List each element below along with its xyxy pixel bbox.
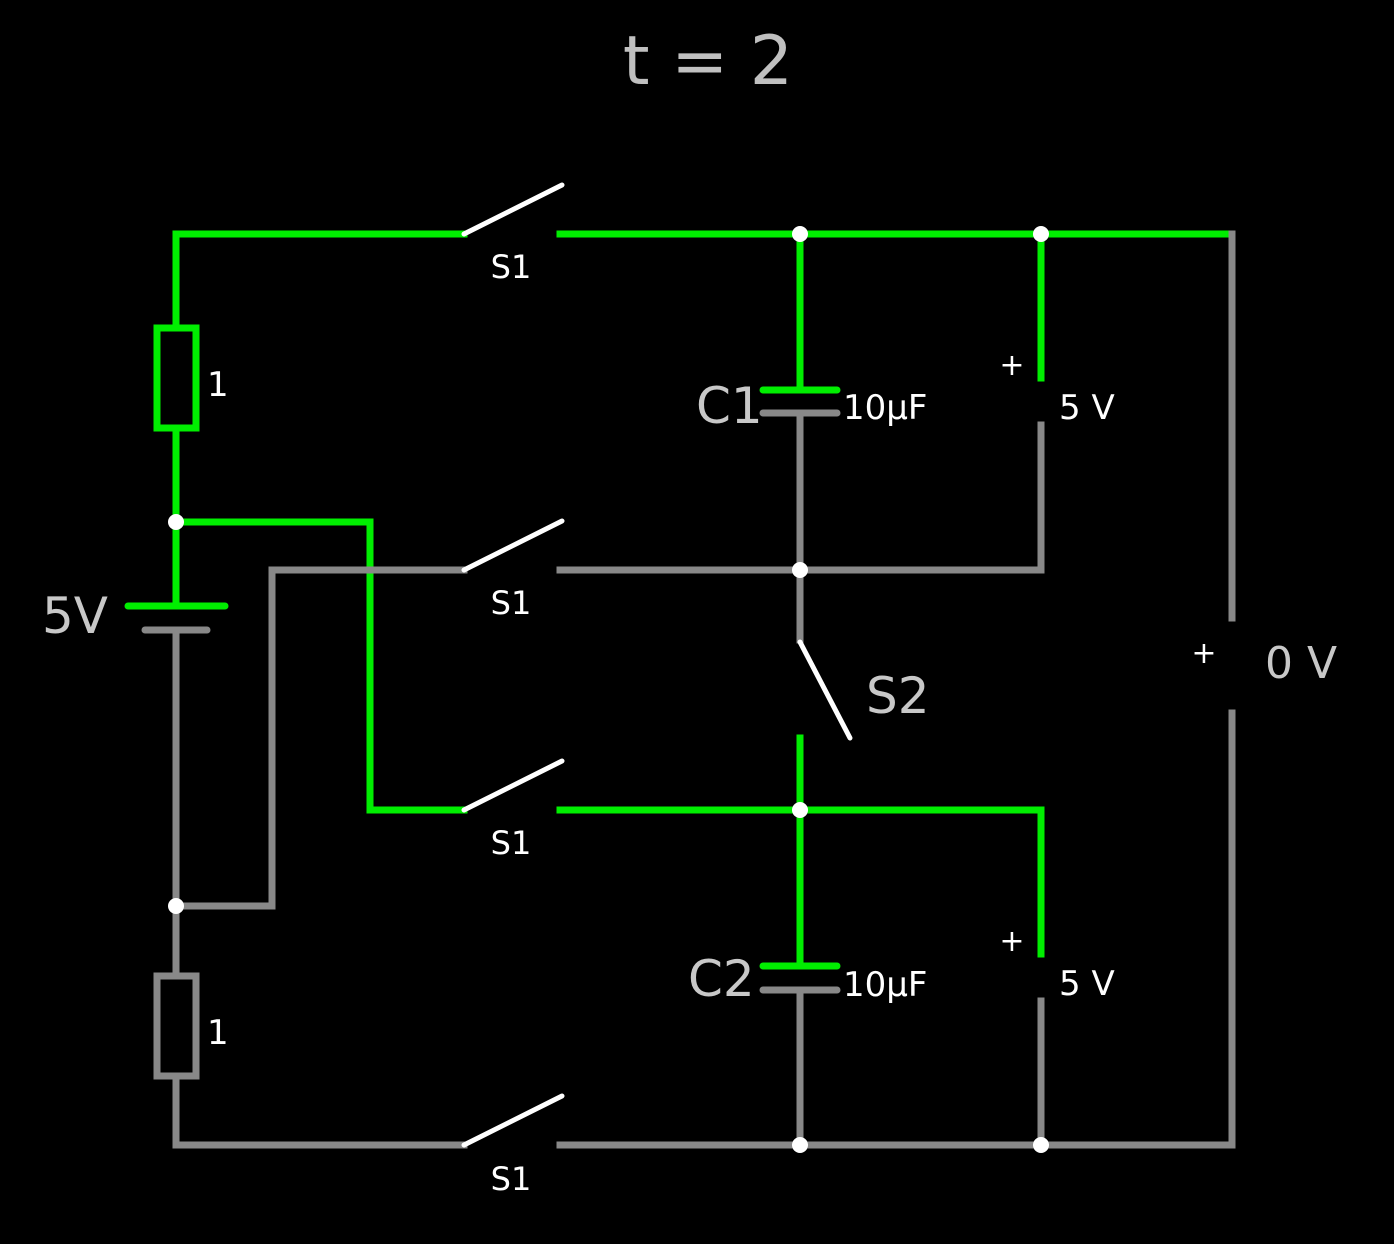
- switch-s1-upper-middle[interactable]: [461, 518, 565, 573]
- switch-s1-bottom[interactable]: [461, 1093, 565, 1148]
- junction-dot: [1033, 226, 1049, 242]
- switch-s1-upper-middle-label: S1: [491, 584, 532, 622]
- switch-s1-bottom-label: S1: [491, 1160, 532, 1198]
- switch-s2[interactable]: [797, 639, 853, 741]
- junction-dot: [168, 514, 184, 530]
- meter-v1-reading: 5 V: [1059, 388, 1115, 428]
- capacitor-c1-value: 10µF: [843, 388, 927, 428]
- meter-v3-reading: 0 V: [1265, 638, 1337, 689]
- switch-s2-label: S2: [866, 667, 930, 725]
- wire-node-to-s1c: [172, 518, 468, 814]
- capacitor-c2-label: C2: [688, 950, 755, 1008]
- meter-v2-reading: 5 V: [1059, 964, 1115, 1004]
- wire-s1b-right: [556, 421, 1045, 574]
- meter-v2-sign: +: [999, 924, 1024, 959]
- energized-wires: [172, 230, 1236, 970]
- wire-node-to-s1b: [172, 566, 468, 910]
- switch-s1-lower-middle[interactable]: [461, 758, 565, 813]
- resistor-r1: [153, 324, 200, 432]
- battery-label: 5V: [42, 587, 108, 645]
- time-title: t = 2: [623, 22, 793, 101]
- meter-v3-sign: +: [1191, 636, 1216, 671]
- capacitor-c2-value: 10µF: [843, 965, 927, 1005]
- junction-dot: [792, 226, 808, 242]
- switch-s1-top-label: S1: [491, 248, 532, 286]
- idle-wires: [172, 230, 1236, 1149]
- capacitor-c1-label: C1: [696, 377, 763, 435]
- resistor-r2: [153, 972, 200, 1080]
- wire-top-left: [172, 230, 468, 332]
- resistor-r1-value: 1: [207, 365, 229, 405]
- junction-dots: [168, 226, 1049, 1153]
- wire-s1c-right: [556, 806, 1045, 958]
- junction-dot: [792, 802, 808, 818]
- junction-dot: [792, 1137, 808, 1153]
- junction-dot: [792, 562, 808, 578]
- junction-dot: [1033, 1137, 1049, 1153]
- meter-v1-sign: +: [999, 348, 1024, 383]
- switch-s1-top[interactable]: [461, 182, 565, 237]
- resistor-r2-value: 1: [207, 1013, 229, 1053]
- switch-s1-lower-middle-label: S1: [491, 824, 532, 862]
- junction-dot: [168, 898, 184, 914]
